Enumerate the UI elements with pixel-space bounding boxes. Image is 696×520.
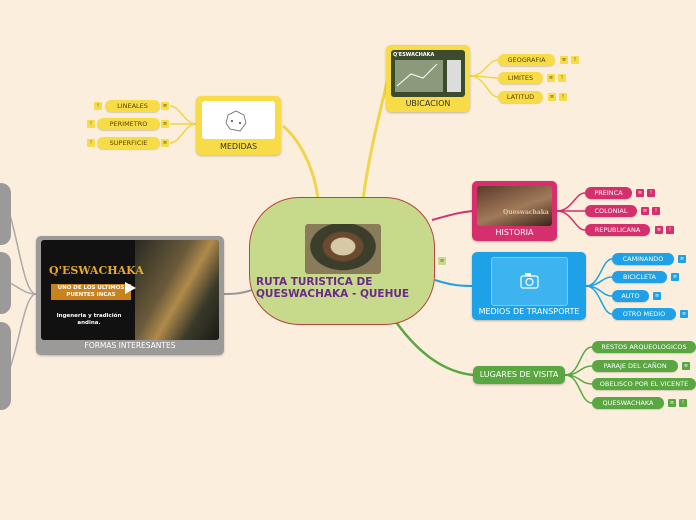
notes-icon[interactable]: ≡ [560, 56, 568, 64]
historia-label: HISTORIA [495, 228, 534, 237]
medios-node[interactable]: MEDIOS DE TRANSPORTE [472, 252, 586, 320]
notes-icon[interactable]: ≡ [680, 310, 688, 318]
central-topic[interactable]: RUTA TURISTICA DE QUESWACHAKA - QUEHUE [249, 197, 435, 325]
medios-label: MEDIOS DE TRANSPORTE [478, 307, 580, 316]
notes-icon[interactable]: ≡ [547, 74, 555, 82]
historia-item[interactable]: COLONIAL [585, 205, 637, 217]
info-icon[interactable]: ! [666, 226, 674, 234]
medidas-item[interactable]: SUPERFICIE [97, 137, 160, 149]
info-icon[interactable]: ! [94, 102, 102, 110]
formas-node[interactable]: Q'ESWACHAKA UNO DE LOS ULTIMOS PUENTES I… [36, 236, 224, 355]
notes-icon[interactable]: ≡ [161, 120, 169, 128]
medidas-item[interactable]: PERIMETRO [97, 118, 160, 130]
ubicacion-item[interactable]: LATITUD [498, 91, 543, 103]
lugares-item[interactable]: QUESWACHAKA [592, 397, 664, 409]
historia-item[interactable]: REPUBLICANA [585, 224, 650, 236]
medios-item[interactable]: AUTO [612, 290, 649, 302]
info-icon[interactable]: ! [87, 120, 95, 128]
video-title: Q'ESWACHAKA [49, 264, 144, 277]
historia-item[interactable]: PREINCA [585, 187, 632, 199]
side-card-3[interactable] [0, 322, 11, 410]
lugares-item[interactable]: OBELISCO POR EL VICENTE [592, 378, 696, 390]
historia-image: Queswachaka [477, 186, 552, 226]
video-photo [135, 240, 219, 340]
camera-icon [520, 273, 539, 289]
lugares-node[interactable]: LUGARES DE VISITA [473, 366, 565, 384]
medios-item[interactable]: OTRO MEDIO [612, 308, 676, 320]
notes-icon[interactable]: ≡ [548, 93, 556, 101]
notes-icon[interactable]: ≡ [668, 399, 676, 407]
lugares-label: LUGARES DE VISITA [479, 370, 559, 379]
notes-icon[interactable]: ≡ [636, 189, 644, 197]
info-icon[interactable]: ! [679, 399, 687, 407]
video-subtitle: UNO DE LOS ULTIMOS PUENTES INCAS [51, 284, 131, 300]
ubicacion-node[interactable]: Q'ESWACHAKA UBICACION [386, 45, 470, 112]
play-icon[interactable] [125, 282, 136, 294]
medidas-item[interactable]: LINEALES [105, 100, 160, 112]
ubicacion-item[interactable]: GEOGRAFIA [498, 54, 555, 66]
medios-image-placeholder [491, 257, 568, 306]
info-icon[interactable]: ! [87, 139, 95, 147]
notes-icon[interactable]: ≡ [655, 226, 663, 234]
central-image [305, 224, 381, 274]
side-card-1[interactable] [0, 183, 11, 245]
lugares-item[interactable]: PARAJE DEL CAÑON [592, 360, 678, 372]
notes-icon[interactable]: ≡ [438, 257, 446, 265]
info-icon[interactable]: ! [559, 93, 567, 101]
notes-icon[interactable]: ≡ [161, 139, 169, 147]
ubicacion-map: Q'ESWACHAKA [391, 50, 465, 97]
notes-icon[interactable]: ≡ [653, 292, 661, 300]
notes-icon[interactable]: ≡ [641, 207, 649, 215]
ubicacion-item[interactable]: LIMITES [498, 72, 543, 84]
medidas-image [202, 101, 275, 139]
lugares-item[interactable]: RESTOS ARQUEOLOGICOS [592, 341, 696, 353]
video-text: Ingeneria y tradición andina. [56, 313, 122, 326]
central-title: RUTA TURISTICA DE QUESWACHAKA - QUEHUE [256, 276, 410, 300]
info-icon[interactable]: ! [647, 189, 655, 197]
notes-icon[interactable]: ≡ [682, 362, 690, 370]
info-icon[interactable]: ! [652, 207, 660, 215]
historia-image-caption: Queswachaka [503, 209, 549, 216]
medidas-label: MEDIDAS [219, 142, 258, 151]
notes-icon[interactable]: ≡ [161, 102, 169, 110]
notes-icon[interactable]: ≡ [678, 255, 686, 263]
notes-icon[interactable]: ≡ [671, 273, 679, 281]
formas-label: FORMAS INTERESANTES [84, 341, 176, 350]
medios-item[interactable]: CAMINANDO [612, 253, 674, 265]
ubicacion-label: UBICACION [405, 99, 451, 108]
formas-video[interactable]: Q'ESWACHAKA UNO DE LOS ULTIMOS PUENTES I… [41, 240, 219, 340]
medios-item[interactable]: BICICLETA [612, 271, 667, 283]
info-icon[interactable]: ! [571, 56, 579, 64]
map-caption: Q'ESWACHAKA [393, 52, 435, 58]
historia-node[interactable]: Queswachaka HISTORIA [472, 181, 557, 241]
side-card-2[interactable] [0, 252, 11, 314]
info-icon[interactable]: ! [558, 74, 566, 82]
medidas-node[interactable]: MEDIDAS [196, 96, 281, 155]
